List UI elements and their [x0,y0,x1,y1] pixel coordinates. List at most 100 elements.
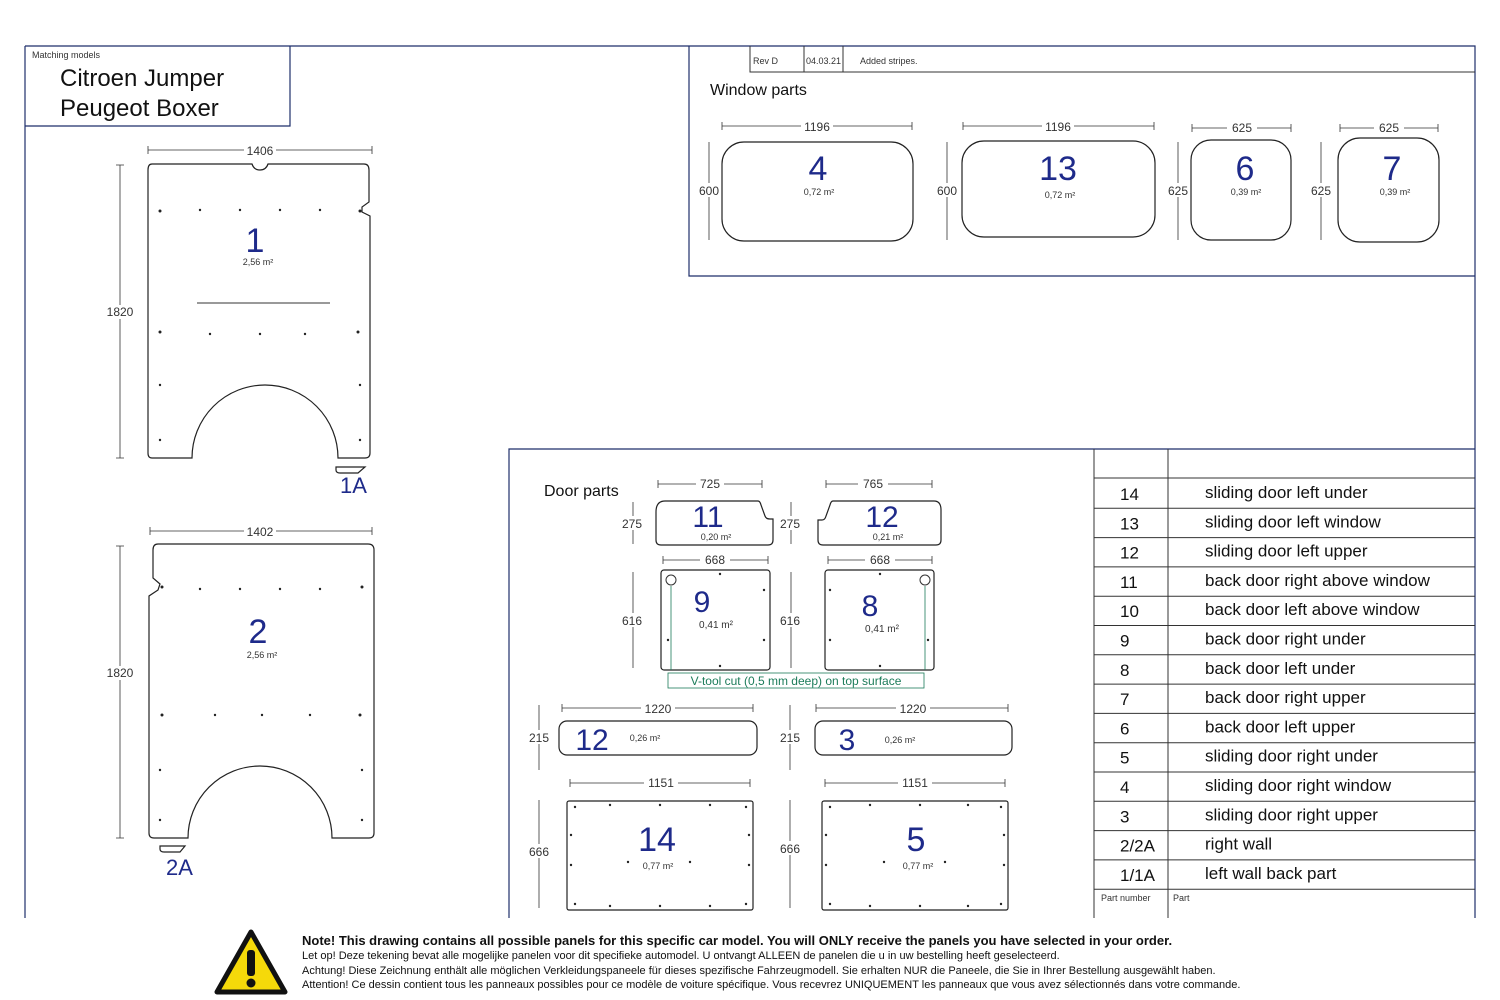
panel-2: 1402 1820 2 2,56 m² 2A [104,525,375,880]
panel-12-lower-height: 215 [529,731,549,745]
parts-table-footer-number: Part number [1101,893,1151,903]
panel-13-area: 0,72 m² [1045,190,1076,200]
panel-1-holes [158,208,362,442]
panel-2-height: 1820 [107,666,134,680]
panel-1a-label: 1A [340,473,367,498]
parts-table-part-name: back door left under [1205,659,1356,678]
panel-9-height: 616 [622,614,642,628]
notice-french: Attention! Ce dessin contient tous les p… [302,979,1241,991]
panel-1-width: 1406 [247,144,274,158]
panel-5-number: 5 [907,821,926,859]
panel-13-number: 13 [1039,150,1077,188]
parts-table-part-name: sliding door left under [1205,483,1368,502]
panel-11-area: 0,20 m² [701,532,732,542]
order-notice: Note! This drawing contains all possible… [302,933,1492,993]
revision-code: Rev D [753,56,779,66]
panel-8-width: 668 [870,553,890,567]
panel-14-area: 0,77 m² [643,861,674,871]
panel-5-width: 1151 [902,776,928,790]
revision-date: 04.03.21 [806,56,841,66]
panel-6-number: 6 [1236,150,1255,188]
parts-table-part-number: 1/1A [1120,866,1156,885]
parts-table-part-number: 6 [1120,719,1129,738]
panel-12-lower-area: 0,26 m² [630,733,661,743]
notice-german: Achtung! Diese Zeichnung enthält alle mö… [302,964,1216,977]
panel-8-number: 8 [862,590,879,623]
panel-1-number: 1 [246,222,265,260]
panel-12-lower-width: 1220 [645,702,672,716]
panel-7-area: 0,39 m² [1380,187,1411,197]
panel-6-width: 625 [1232,121,1252,135]
panel-1a-shape [335,466,367,474]
parts-table-part-number: 3 [1120,807,1129,826]
parts-table-part-number: 2/2A [1120,837,1156,856]
panel-11-height: 275 [622,517,642,531]
panel-13-height: 600 [937,184,957,198]
matching-models-label: Matching models [32,50,101,60]
parts-table-part-name: sliding door right upper [1205,805,1378,824]
panel-9-width: 668 [705,553,725,567]
panel-14: 1151 666 14 0,77 m² [525,776,754,911]
panel-11-number: 11 [692,501,723,534]
parts-table-part-number: 4 [1120,778,1129,797]
panel-2a-label: 2A [166,855,193,880]
panel-4: 1196 600 4 0,72 m² [695,120,914,242]
parts-table-part-name: back door right under [1205,630,1366,649]
model-name-1: Citroen Jumper [60,65,224,92]
panel-9: 668 616 9 0,41 m² [619,553,771,671]
panel-4-area: 0,72 m² [804,187,835,197]
panel-6-area: 0,39 m² [1231,187,1262,197]
panel-6: 625 625 6 0,39 m² [1165,121,1292,241]
parts-table-part-number: 11 [1120,573,1138,592]
panel-11-width: 725 [700,477,720,491]
panel-12-upper-height: 275 [780,517,800,531]
window-parts-section: Rev D 04.03.21 Added stripes. Window par… [688,46,1475,277]
panel-2-width: 1402 [247,525,274,539]
notice-english: Note! This drawing contains all possible… [302,933,1173,948]
panel-6-height: 625 [1168,184,1188,198]
panel-3-number: 3 [839,724,856,757]
revision-note: Added stripes. [860,56,918,66]
panel-14-width: 1151 [648,776,674,790]
panel-12-upper-area: 0,21 m² [873,532,904,542]
panel-7-height: 625 [1311,184,1331,198]
panel-8-height: 616 [780,614,800,628]
panel-7: 625 625 7 0,39 m² [1308,121,1440,243]
panel-2-holes [158,585,364,822]
panel-13: 1196 600 13 0,72 m² [934,120,1156,240]
parts-table-part-name: back door left upper [1205,717,1356,736]
panel-7-width: 625 [1379,121,1399,135]
parts-table-part-name: back door left above window [1205,600,1420,619]
panel-1-height: 1820 [107,305,134,319]
panel-5: 1151 666 5 0,77 m² [776,776,1009,911]
parts-table-part-name: sliding door right window [1205,776,1392,795]
panel-14-number: 14 [638,821,676,859]
panel-3-width: 1220 [900,702,927,716]
panel-14-height: 666 [529,845,549,859]
parts-table-part-number: 8 [1120,661,1129,680]
title-block: Matching models Citroen Jumper Peugeot B… [25,46,291,127]
panel-1-area: 2,56 m² [243,257,274,267]
vtool-note: V-tool cut (0,5 mm deep) on top surface [691,674,902,688]
parts-table-part-name: left wall back part [1205,864,1337,883]
panel-7-number: 7 [1383,150,1402,188]
panel-12-upper: 765 275 12 0,21 m² [777,477,942,546]
parts-table-part-name: right wall [1205,835,1272,854]
parts-table-part-name: sliding door left upper [1205,542,1368,561]
panel-12-upper-number: 12 [865,501,898,534]
panel-2-area: 2,56 m² [247,650,278,660]
panel-9-number: 9 [694,586,711,619]
panel-5-height: 666 [780,842,800,856]
panel-2-number: 2 [249,613,268,651]
model-name-2: Peugeot Boxer [60,95,219,122]
window-parts-title: Window parts [710,82,807,99]
panel-3-height: 215 [780,731,800,745]
door-parts-title: Door parts [544,483,619,500]
warning-triangle-icon [214,929,288,995]
door-parts-section: Door parts 725 275 11 0,20 m² 765 275 12… [508,448,1475,918]
notice-dutch: Let op! Deze tekening bevat alle mogelij… [302,950,1060,962]
panel-8: 668 616 8 0,41 m² [777,553,935,671]
parts-table-footer-name: Part [1173,893,1190,903]
